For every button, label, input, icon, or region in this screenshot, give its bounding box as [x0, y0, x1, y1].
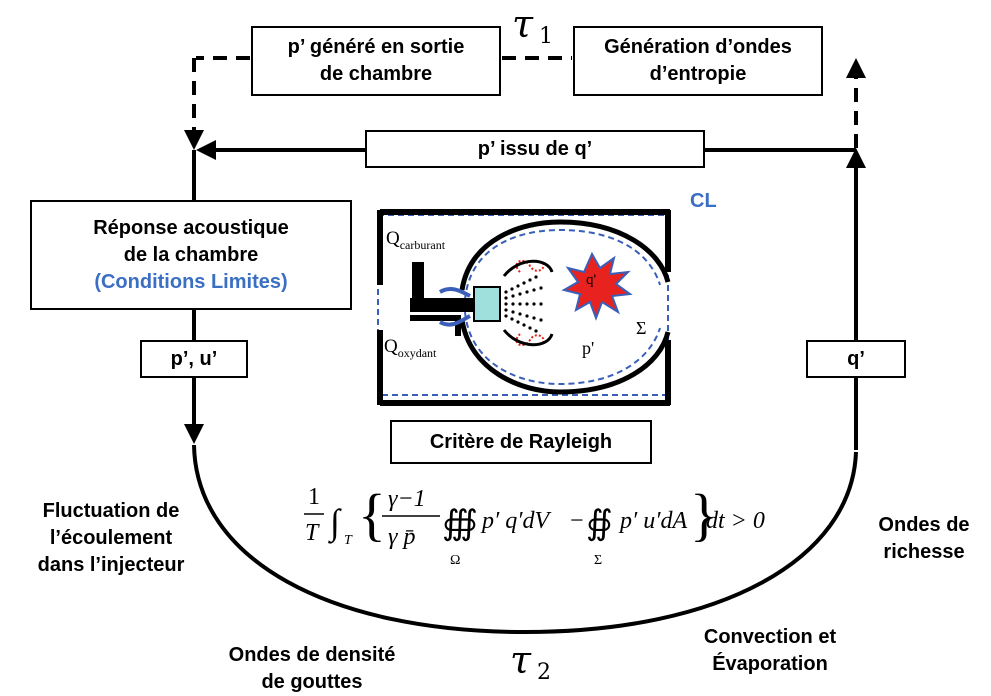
generation-line1: Génération d’ondes	[604, 36, 792, 58]
densite-line2: de gouttes	[261, 671, 363, 693]
swirl-blue-bottom	[438, 314, 471, 327]
fluctuation-label: Fluctuation de l’écoulement dans l’injec…	[8, 498, 214, 579]
minus-sign: −	[570, 508, 584, 534]
tau2-subscript: 2	[537, 660, 552, 685]
p-genere-line1: p’ généré en sortie	[287, 36, 465, 58]
tau1-subscript: 1	[539, 24, 554, 49]
spray-droplets	[504, 275, 543, 333]
term1: p′ q′dV	[480, 508, 552, 534]
tail: dt > 0	[706, 508, 765, 534]
surface-integral: ∯	[586, 505, 613, 542]
int-sub: T	[344, 533, 353, 548]
flame-q-label: q'	[586, 272, 597, 288]
ondes-densite-label: Ondes de densité de gouttes	[212, 642, 412, 696]
frac1-num: 1	[308, 484, 320, 510]
flame-star	[561, 251, 633, 321]
richesse-line1: Ondes de	[878, 514, 970, 536]
cl-label: CL	[690, 190, 717, 212]
critere-label: Critère de Rayleigh	[429, 430, 613, 453]
pressure-label: p'	[582, 338, 595, 358]
densite-line1: Ondes de densité	[228, 644, 396, 666]
bottom-arc	[192, 444, 858, 635]
sigma-label: Σ	[636, 318, 647, 338]
pu-label: p’, u’	[170, 347, 218, 370]
fuel-injector-body	[410, 298, 476, 312]
tau1-symbol: τ	[512, 2, 534, 46]
combustion-chamber	[377, 209, 671, 406]
q-oxydant-label: Qoxydant	[384, 336, 436, 361]
q-oxydant-symbol: Q	[384, 336, 398, 357]
flame-tube-lower	[459, 319, 671, 395]
reponse-line2: de la chambre	[123, 243, 259, 266]
swirl-blue-top	[438, 287, 471, 298]
brace-right: }	[690, 482, 718, 547]
fluctuation-line3: dans l’injecteur	[37, 554, 185, 576]
p-issu-label: p’ issu de q’	[477, 137, 593, 160]
convection-line1: Convection et	[703, 626, 837, 648]
triple-integral: ∰	[442, 505, 478, 542]
convection-line2: Évaporation	[712, 653, 828, 675]
flame-tube-dashed	[464, 228, 661, 386]
sigma-sub: Σ	[594, 553, 602, 568]
p-genere-line2: de chambre	[319, 63, 433, 85]
rayleigh-formula: 1 T ∫ T { γ−1 γ p̄ ∰ Ω p′ q′dV − ∯ Σ p′ …	[304, 482, 765, 568]
generation-line2: d’entropie	[649, 63, 747, 85]
flame-tube	[459, 219, 671, 291]
entropy-path	[184, 56, 866, 150]
q-box: q’	[806, 340, 906, 378]
acoustic-path	[184, 140, 866, 635]
frac2-num: γ−1	[388, 486, 426, 512]
vortex-lines	[502, 259, 554, 347]
q-carburant-label: Qcarburant	[386, 228, 445, 253]
brace-left: {	[358, 482, 386, 547]
q-oxydant-sub: oxydant	[397, 345, 437, 360]
p-genere-box: p’ généré en sortie de chambre	[251, 26, 501, 96]
richesse-line2: richesse	[883, 541, 965, 563]
fluctuation-line1: Fluctuation de	[42, 500, 180, 522]
reponse-acoustique-box: Réponse acoustique de la chambre (Condit…	[30, 200, 352, 310]
p-issu-box: p’ issu de q’	[365, 130, 705, 168]
oxidizer-injector	[410, 315, 461, 336]
convection-label: Convection et Évaporation	[690, 624, 850, 678]
conditions-limites-label: (Conditions Limites)	[94, 270, 288, 293]
frac2-den: γ p̄	[388, 524, 415, 550]
generation-entropie-box: Génération d’ondes d’entropie	[573, 26, 823, 96]
pu-box: p’, u’	[140, 340, 248, 378]
critere-rayleigh-box: Critère de Rayleigh	[390, 420, 652, 464]
reponse-line1: Réponse acoustique	[93, 216, 289, 239]
atomizer	[473, 286, 501, 322]
q-carburant-sub: carburant	[399, 237, 446, 252]
frac1-den: T	[305, 520, 320, 546]
q-label: q’	[847, 347, 865, 370]
integral-sign: ∫	[328, 502, 342, 544]
ondes-richesse-label: Ondes de richesse	[860, 512, 988, 566]
fluctuation-line2: l’écoulement	[49, 527, 173, 549]
omega-sub: Ω	[450, 553, 460, 568]
q-carburant-symbol: Q	[386, 228, 400, 249]
tau2-symbol: τ	[510, 638, 532, 682]
term2: p′ u′dA	[618, 508, 688, 534]
